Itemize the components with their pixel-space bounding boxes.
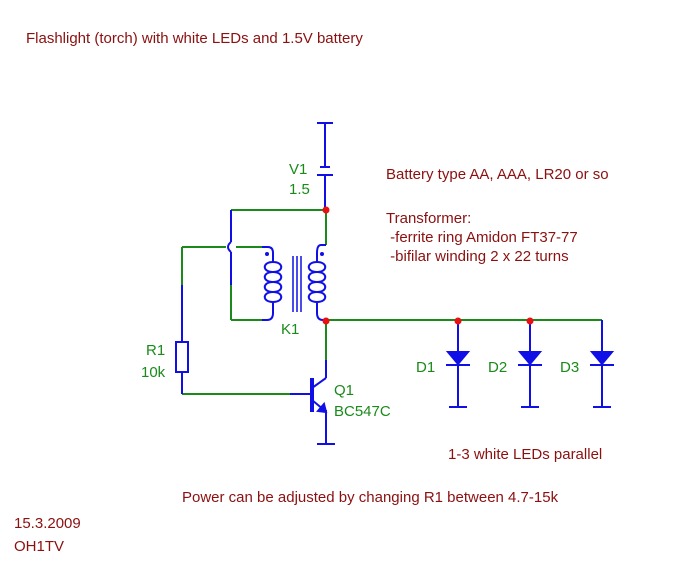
battery-note: Battery type AA, AAA, LR20 or so (386, 166, 609, 183)
junction-dot (454, 317, 462, 325)
junction-dot (526, 317, 534, 325)
led-d3: D3 (560, 320, 615, 408)
battery-v1: V1 1.5 (289, 122, 333, 210)
schematic-title: Flashlight (torch) with white LEDs and 1… (26, 30, 363, 47)
transformer-note-winding: -bifilar winding 2 x 22 turns (386, 248, 569, 265)
transformer-k1: K1 (262, 244, 327, 338)
led-d2-label: D2 (488, 359, 507, 376)
junction-dot (322, 206, 330, 214)
transformer-ref-label: K1 (281, 321, 299, 338)
transistor-value-label: BC547C (334, 403, 391, 420)
wires (181, 209, 602, 395)
led-d2: D2 (488, 320, 543, 408)
resistor-ref-label: R1 (146, 342, 165, 359)
date-note: 15.3.2009 (14, 515, 81, 532)
author-note: OH1TV (14, 538, 65, 555)
resistor-r1: R1 10k (141, 320, 189, 394)
transistor-q1: Q1 BC547C (290, 360, 391, 445)
power-note: Power can be adjusted by changing R1 bet… (182, 489, 559, 506)
led-d3-label: D3 (560, 359, 579, 376)
transistor-ref-label: Q1 (334, 382, 354, 399)
battery-value-label: 1.5 (289, 181, 310, 198)
led-d1: D1 (416, 320, 471, 408)
junction-dot (322, 317, 330, 325)
transformer-note-core: -ferrite ring Amidon FT37-77 (386, 229, 578, 246)
led-d1-label: D1 (416, 359, 435, 376)
feedback-winding-lead (227, 210, 232, 285)
leds-note: 1-3 white LEDs parallel (448, 446, 603, 463)
battery-ref-label: V1 (289, 161, 307, 178)
resistor-value-label: 10k (141, 364, 166, 381)
transformer-note-heading: Transformer: (386, 210, 472, 227)
